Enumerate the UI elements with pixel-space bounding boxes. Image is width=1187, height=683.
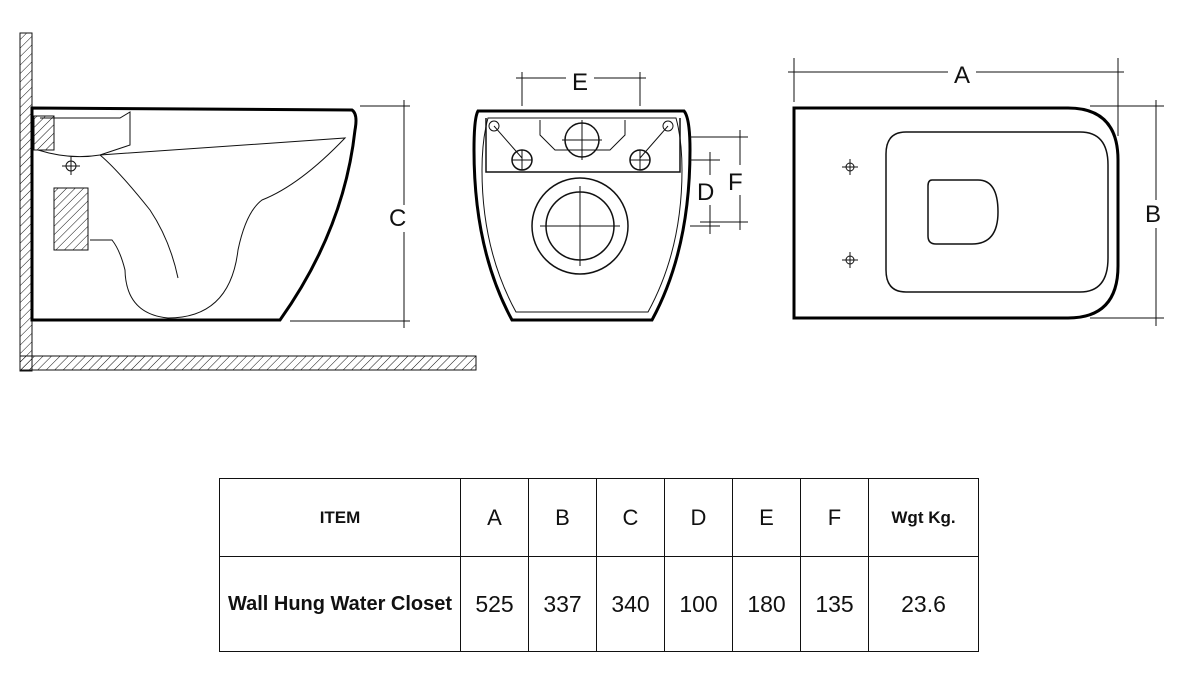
cell-a: 525: [460, 556, 529, 652]
rear-outlet-outer: [531, 177, 629, 275]
cell-d: 100: [664, 556, 733, 652]
rear-outline: [472, 109, 692, 322]
side-fixing-block-top: [33, 115, 55, 151]
cell-item: Wall Hung Water Closet: [219, 556, 461, 652]
header-weight: Wgt Kg.: [868, 478, 979, 557]
wall-hatch: [19, 32, 33, 372]
header-f: F: [800, 478, 869, 557]
dim-label-c: C: [389, 205, 406, 232]
cell-c: 340: [596, 556, 665, 652]
dim-label-a: A: [954, 62, 970, 89]
dim-label-f: F: [728, 169, 743, 196]
top-view: A B: [788, 58, 1164, 326]
header-c: C: [596, 478, 665, 557]
top-outline: [792, 106, 1120, 320]
spec-table: ITEM A B C D E F Wgt Kg. Wall Hung Water…: [219, 478, 979, 652]
top-bowl-opening: [927, 179, 999, 245]
cell-f: 135: [800, 556, 869, 652]
cell-b: 337: [528, 556, 597, 652]
header-d: D: [664, 478, 733, 557]
side-bowl-interior: [90, 137, 347, 319]
dim-label-e: E: [572, 69, 588, 96]
cell-weight: 23.6: [868, 556, 979, 652]
technical-drawing: C E D: [19, 32, 1164, 372]
header-e: E: [732, 478, 801, 557]
top-bowl-rim: [885, 131, 1109, 293]
dim-label-d: D: [697, 179, 714, 206]
side-bowl-outline: [30, 106, 358, 322]
cell-e: 180: [732, 556, 801, 652]
side-view: C: [19, 32, 477, 372]
dim-label-b: B: [1145, 201, 1161, 228]
header-item: ITEM: [219, 478, 461, 557]
header-b: B: [528, 478, 597, 557]
rear-view: E D F: [472, 69, 748, 322]
floor-hatch: [19, 355, 477, 371]
header-a: A: [460, 478, 529, 557]
side-fixing-block-bottom: [53, 187, 89, 251]
table-row: Wall Hung Water Closet 525 337 340 100 1…: [219, 556, 979, 652]
spec-table-header-row: ITEM A B C D E F Wgt Kg.: [219, 478, 979, 557]
